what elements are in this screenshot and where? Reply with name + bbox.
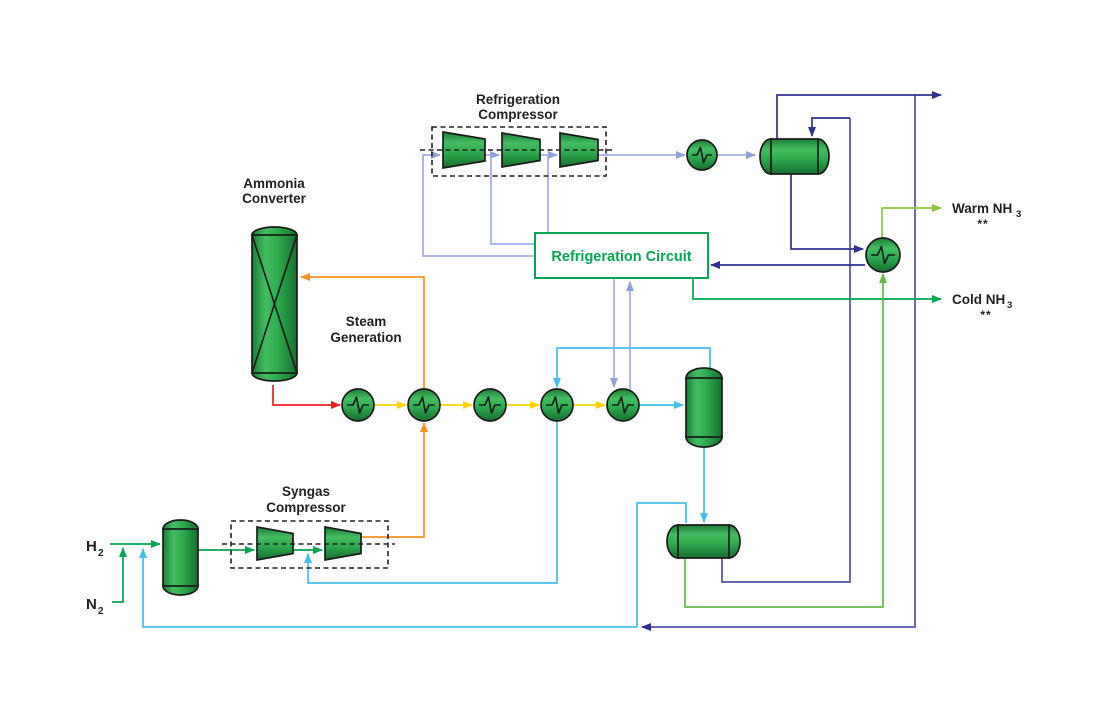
stream-converter-effluent [272, 385, 341, 409]
exchanger-coil-icon [479, 396, 501, 414]
syngas-compressor-train [222, 520, 395, 569]
refrigerant-condenser [686, 139, 718, 171]
ammonia-flash-drum [666, 524, 741, 559]
heat-exchanger-1 [341, 388, 375, 422]
flash-vapor-riser [721, 118, 851, 583]
flash-liquid-to-warmer [684, 273, 887, 608]
exchanger-coil-icon [612, 396, 634, 414]
refrigeration-compressor-boundary [431, 126, 607, 177]
n2-feed-subscript: 2 [98, 606, 104, 617]
n2-feed-line [112, 547, 127, 603]
flash-drum-shell [677, 524, 730, 559]
exchanger-coil-icon [692, 146, 712, 164]
heat-exchanger-2 [407, 388, 441, 422]
stream-refrigerant-liquid [710, 91, 942, 269]
purge-recycle-line [641, 95, 916, 631]
recycle-to-feed [139, 548, 637, 628]
refrigeration-compressor-train [420, 126, 613, 177]
stream-flash-vapor-return [641, 95, 916, 631]
preheat-to-converter [300, 273, 425, 389]
warm-nh3-footnote: ** [977, 217, 988, 231]
ammonia-converter-label-line1: Ammonia [243, 176, 305, 191]
flash-drum-top-loop [636, 502, 687, 627]
stream-liquid-ammonia [684, 204, 942, 608]
warm-nh3-label: Warm NH [952, 201, 1012, 216]
exchanger-coil-icon [546, 396, 568, 414]
vapor-return-to-receiver [808, 117, 850, 137]
separator-overhead [553, 347, 711, 388]
separator-vessel [685, 367, 723, 448]
refrigeration-circuit-label: Refrigeration Circuit [551, 249, 691, 265]
stream-fresh-feed [110, 278, 942, 603]
exchanger-coil-icon [347, 396, 369, 414]
n2-feed-label: N [86, 596, 97, 613]
cold-nh3-line [692, 278, 942, 303]
refrigeration-compressor-label-line1: Refrigeration [476, 92, 560, 107]
exchanger-coil-icon [413, 396, 435, 414]
refrigeration-circuit-block: Refrigeration Circuit [534, 232, 709, 279]
steam-generation-label-line2: Generation [330, 330, 401, 345]
h2-feed-subscript: 2 [98, 548, 104, 559]
heat-exchanger-4 [540, 388, 574, 422]
cold-nh3-label: Cold NH [952, 292, 1005, 307]
warm-nh3-subscript: 3 [1016, 209, 1021, 220]
refrigeration-circuit-box [534, 232, 709, 279]
receiver-shell [770, 138, 819, 175]
refrigeration-compressor-3 [559, 131, 599, 169]
feed-drum-shell [162, 528, 199, 587]
feed-knockout-drum [162, 519, 199, 596]
heat-exchanger-5-chiller [606, 388, 640, 422]
ammonia-converter-vessel [251, 226, 298, 382]
interstage-tap-1 [490, 155, 535, 245]
receiver-liquid-to-warmer [790, 174, 864, 253]
stream-cold-recycle [139, 347, 711, 628]
labels: Refrigeration Compressor Ammonia Convert… [86, 92, 1021, 617]
ammonia-converter-label-line2: Converter [242, 191, 307, 206]
exchanger-coil-icon [871, 245, 895, 265]
heat-exchanger-3 [473, 388, 507, 422]
separator-shell [685, 377, 723, 438]
ammonia-warmer [865, 237, 901, 273]
steam-generation-label-line1: Steam [346, 314, 387, 329]
streams [110, 91, 942, 631]
warm-nh3-line [881, 204, 942, 238]
syngas-compressor-label-line1: Syngas [282, 484, 330, 499]
refrigeration-compressor-2 [501, 131, 541, 169]
equipment: Refrigeration Circuit [162, 126, 901, 596]
syngas-compressor-label-line2: Compressor [266, 500, 346, 515]
cold-nh3-subscript: 3 [1007, 300, 1012, 311]
refrigeration-compressor-label-line2: Compressor [478, 107, 558, 122]
cold-nh3-footnote: ** [980, 308, 991, 322]
refrigerant-receiver-drum [759, 138, 830, 175]
converter-internals-cross [251, 234, 298, 374]
h2-feed-label: H [86, 538, 97, 555]
stream-syngas-discharge [300, 273, 428, 538]
receiver-overhead-export [776, 91, 942, 139]
discharge-riser [361, 422, 428, 538]
